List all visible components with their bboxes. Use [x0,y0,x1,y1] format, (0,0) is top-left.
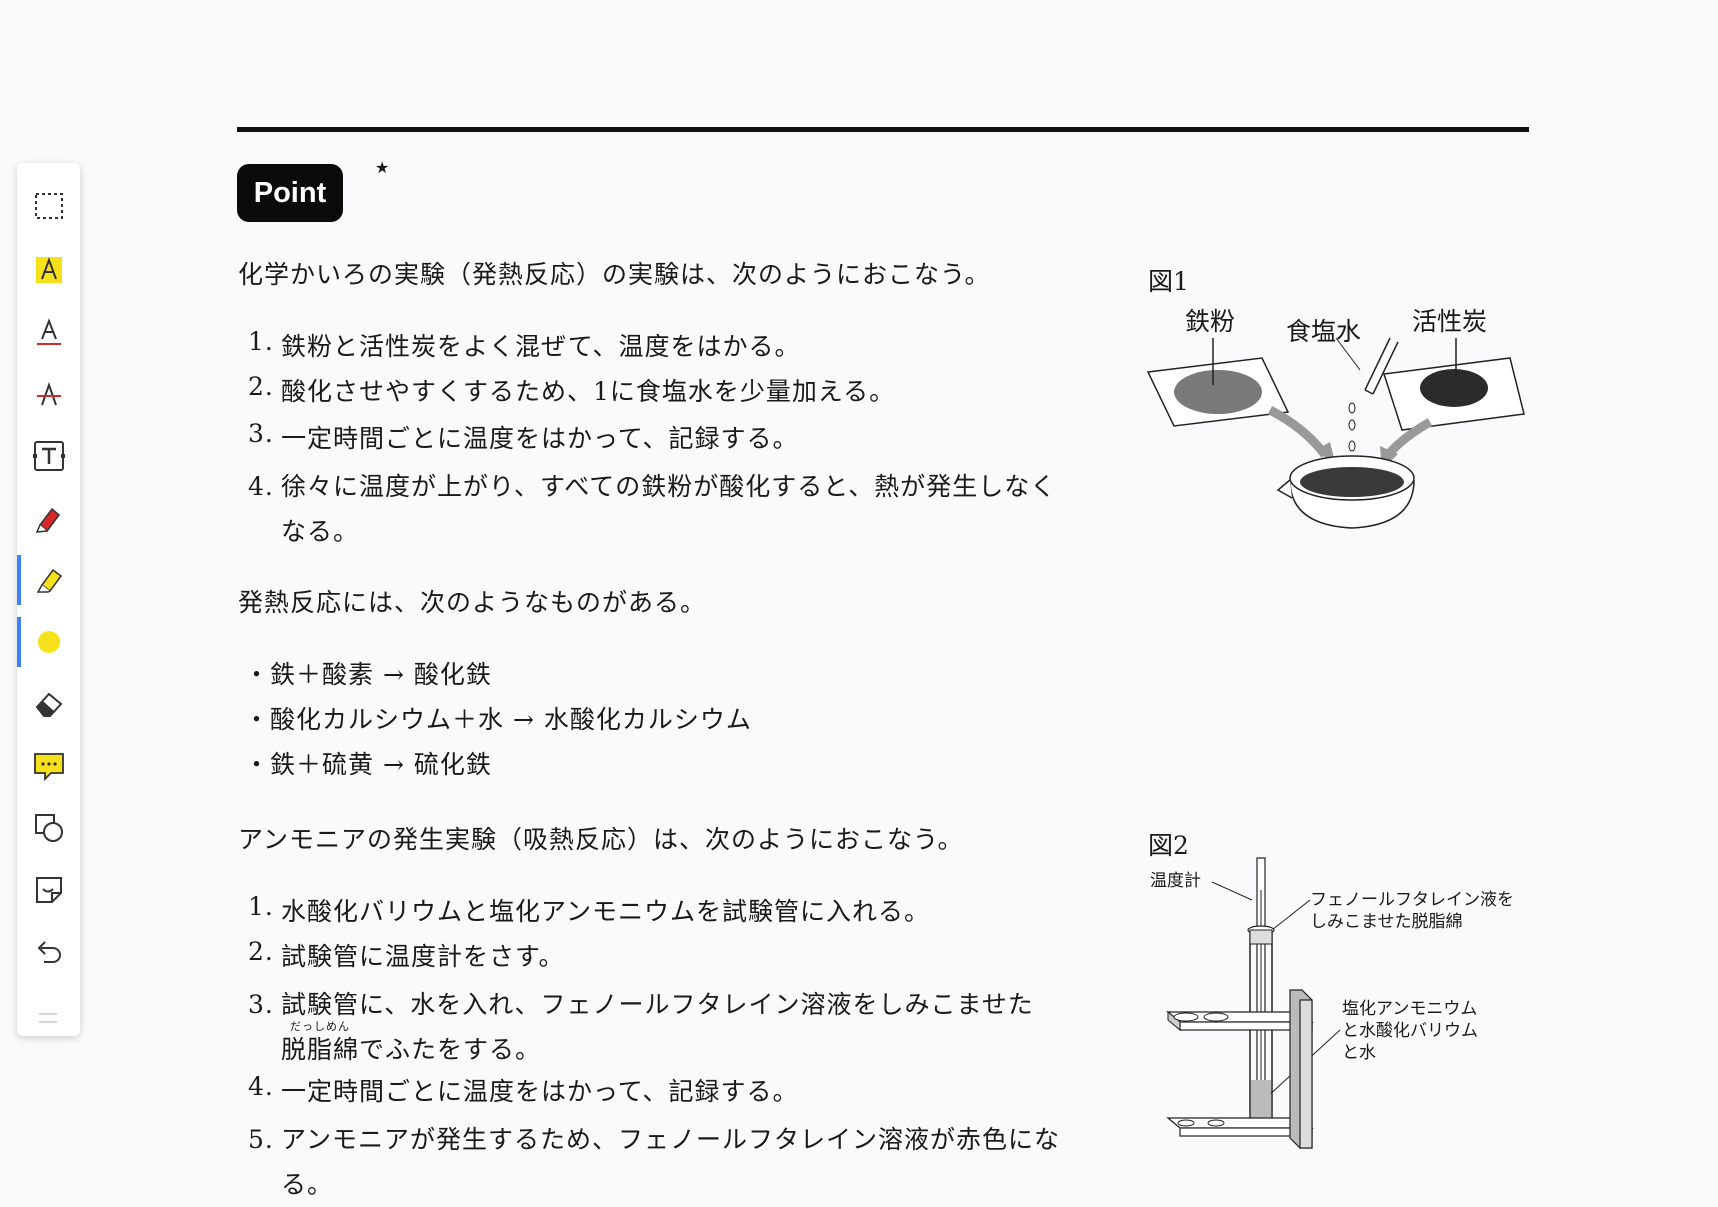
underline-tool-button[interactable] [17,307,80,357]
strikethrough-a-icon [36,381,61,406]
furigana: だっしめん [290,1020,350,1033]
color-picker-button[interactable] [17,617,80,667]
comment-icon [33,753,64,782]
yellow-dot-icon [37,631,60,653]
toolbar-drag-handle[interactable] [39,1013,57,1023]
figure-1-illustration [1146,337,1525,529]
highlighted-a-icon [35,257,62,283]
step-item: 1.鉄粉と活性炭をよく混ぜて、温度をはかる。 [248,327,801,361]
annotation-toolbar [17,163,80,1036]
text-box-icon [32,441,65,471]
pen-tool-button[interactable] [17,493,80,543]
eraser-icon [35,692,62,717]
section1-steps: 1.鉄粉と活性炭をよく混ぜて、温度をはかる。 2.酸化させやすくするため、1に食… [248,327,1056,554]
undo-icon [37,941,61,963]
shape-tool-button[interactable] [17,803,80,853]
reaction-item: ・鉄＋硫黄 → 硫化鉄 [244,750,492,779]
reaction-item: ・酸化カルシウム＋水 → 水酸化カルシウム [244,705,752,734]
section3-intro: アンモニアの発生実験（吸熱反応）は、次のようにおこなう。 [238,825,964,854]
step-item: 4.徐々に温度が上がり、すべての鉄粉が酸化すると、熱が発生しなくなる。 [248,472,1057,546]
reaction-item: ・鉄＋酸素 → 酸化鉄 [244,660,492,689]
step-item: 1.水酸化バリウムと塩化アンモニウムを試験管に入れる。 [248,892,931,926]
cotton-label-line1: フェノールフタレイン液を [1310,890,1514,910]
shapes-icon [34,814,63,842]
salt-water-label: 食塩水 [1286,317,1362,346]
selection-tool-button[interactable] [17,181,80,231]
iron-powder-label: 鉄粉 [1185,307,1236,336]
highlight-text-tool-button[interactable] [17,245,80,295]
undo-button[interactable] [17,927,80,977]
step-item: 2.試験管に温度計をさす。 [248,937,565,971]
section3-steps: 1.水酸化バリウムと塩化アンモニウムを試験管に入れる。 2.試験管に温度計をさす… [248,892,1060,1207]
strikethrough-tool-button[interactable] [17,369,80,419]
mixture-label-line3: と水 [1342,1043,1376,1063]
step-item: 2.酸化させやすくするため、1に食塩水を少量加える。 [248,372,896,406]
section2-intro: 発熱反応には、次のようなものがある。 [238,588,707,617]
thermometer-label: 温度計 [1150,871,1201,891]
highlighter-tool-button[interactable] [17,555,80,605]
figure-2-label: 図2 [1148,831,1189,860]
sticker-tool-button[interactable] [17,865,80,915]
point-badge: Point [237,164,343,222]
figure-2-illustration [1166,857,1341,1149]
underlined-a-icon [36,318,61,345]
pen-icon [35,507,60,533]
comment-tool-button[interactable] [17,741,80,791]
eraser-tool-button[interactable] [17,679,80,729]
header-rule [237,127,1529,132]
activated-carbon-label: 活性炭 [1412,307,1488,336]
cotton-label-line2: しみこませた脱脂綿 [1310,912,1463,932]
step-item: 5.アンモニアが発生するため、フェノールフタレイン溶液が赤色になる。 [248,1125,1061,1199]
mixture-label-line1: 塩化アンモニウム [1342,999,1478,1019]
sticker-icon [35,877,62,903]
figure-1-label: 図1 [1148,267,1189,296]
step-item: 4.一定時間ごとに温度をはかって、記録する。 [248,1072,799,1106]
highlighter-icon [36,568,62,593]
step-item: 3.試験管に、水を入れ、フェノールフタレイン溶液をしみこませた脱脂綿でふたをする… [248,990,1034,1064]
section1-intro: 化学かいろの実験（発熱反応）の実験は、次のようにおこなう。 [238,260,991,289]
mixture-label-line2: と水酸化バリウム [1342,1021,1478,1041]
star-mark: ★ [375,158,390,177]
step-item: 3.一定時間ごとに温度をはかって、記録する。 [248,419,799,453]
text-box-tool-button[interactable] [17,431,80,481]
dashed-rectangle-icon [34,193,63,219]
reaction-list: ・鉄＋酸素 → 酸化鉄 ・酸化カルシウム＋水 → 水酸化カルシウム ・鉄＋硫黄 … [244,655,752,790]
